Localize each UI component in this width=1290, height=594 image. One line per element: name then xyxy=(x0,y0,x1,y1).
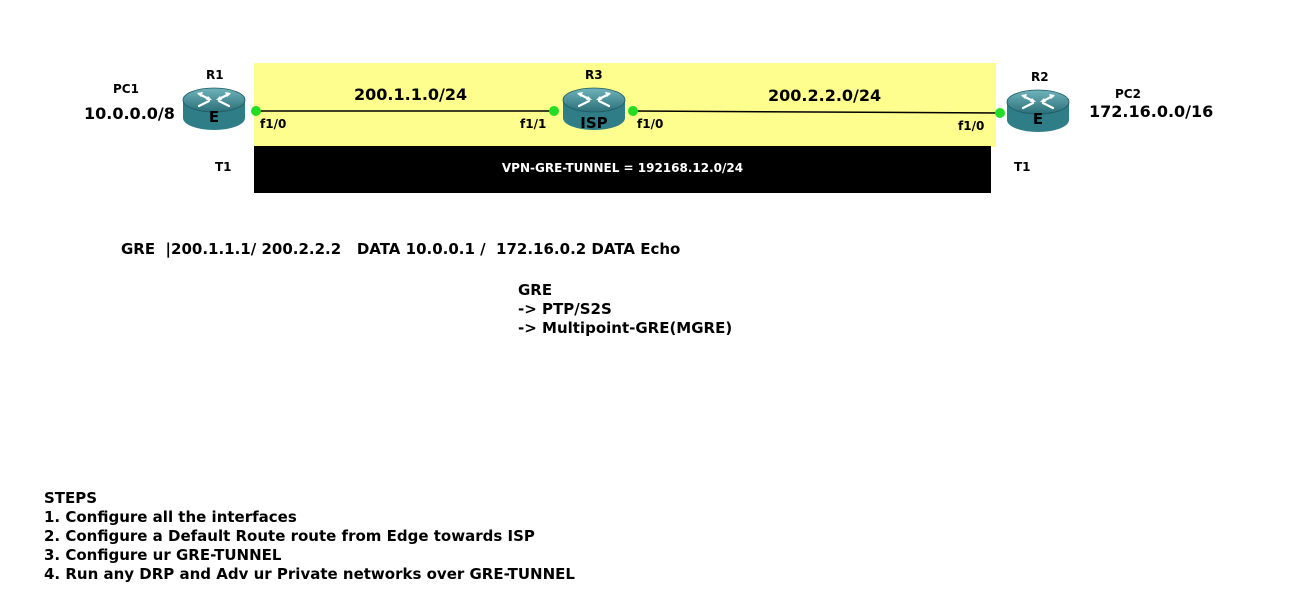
tunnel-label: VPN-GRE-TUNNEL = 192168.12.0/24 xyxy=(501,161,744,175)
port-r1-f1-0 xyxy=(251,106,261,116)
steps-title: STEPS xyxy=(44,489,98,507)
pc2-label: PC2 xyxy=(1115,87,1141,101)
gre-type-item: -> Multipoint-GRE(MGRE) xyxy=(518,319,733,337)
port-r3-f1-0 xyxy=(628,106,638,116)
step-item: 4. Run any DRP and Adv ur Private networ… xyxy=(44,565,575,583)
step-item: 1. Configure all the interfaces xyxy=(44,508,297,526)
gre-types-block: GRE -> PTP/S2S -> Multipoint-GRE(MGRE) xyxy=(518,281,732,338)
r2-tunnel-label: T1 xyxy=(1014,160,1031,174)
pc2-network: 172.16.0.0/16 xyxy=(1089,102,1214,121)
gre-types-title: GRE xyxy=(518,281,553,299)
r1-tunnel-label: T1 xyxy=(215,160,232,174)
r3-left-interface-label: f1/1 xyxy=(520,117,547,131)
router-r3-icon[interactable] xyxy=(561,86,627,132)
router-r1-label: R1 xyxy=(206,68,224,82)
packet-structure-note: GRE |200.1.1.1/ 200.2.2.2 DATA 10.0.0.1 … xyxy=(121,240,681,258)
link-right-network: 200.2.2.0/24 xyxy=(768,86,882,105)
router-r3-role: ISP xyxy=(580,114,608,132)
pc1-network: 10.0.0.0/8 xyxy=(84,104,175,123)
steps-block: STEPS 1. Configure all the interfaces 2.… xyxy=(44,489,575,584)
gre-tunnel-bar: VPN-GRE-TUNNEL = 192168.12.0/24 xyxy=(254,146,991,193)
link-r3-r2 xyxy=(632,110,1001,114)
r3-right-interface-label: f1/0 xyxy=(637,117,664,131)
port-r2-f1-0 xyxy=(995,108,1005,118)
pc1-label: PC1 xyxy=(113,82,139,96)
router-r1-icon[interactable] xyxy=(181,86,247,132)
router-r1-role: E xyxy=(208,108,220,126)
link-left-network: 200.1.1.0/24 xyxy=(354,85,468,104)
gre-type-item: -> PTP/S2S xyxy=(518,300,612,318)
router-r2-label: R2 xyxy=(1031,70,1049,84)
router-r2-role: E xyxy=(1032,110,1044,128)
step-item: 3. Configure ur GRE-TUNNEL xyxy=(44,546,282,564)
r1-interface-label: f1/0 xyxy=(260,117,287,131)
port-r3-f1-1 xyxy=(549,106,559,116)
router-r2-icon[interactable] xyxy=(1005,88,1071,134)
step-item: 2. Configure a Default Route route from … xyxy=(44,527,535,545)
r2-interface-label: f1/0 xyxy=(958,119,985,133)
router-r3-label: R3 xyxy=(585,68,603,82)
